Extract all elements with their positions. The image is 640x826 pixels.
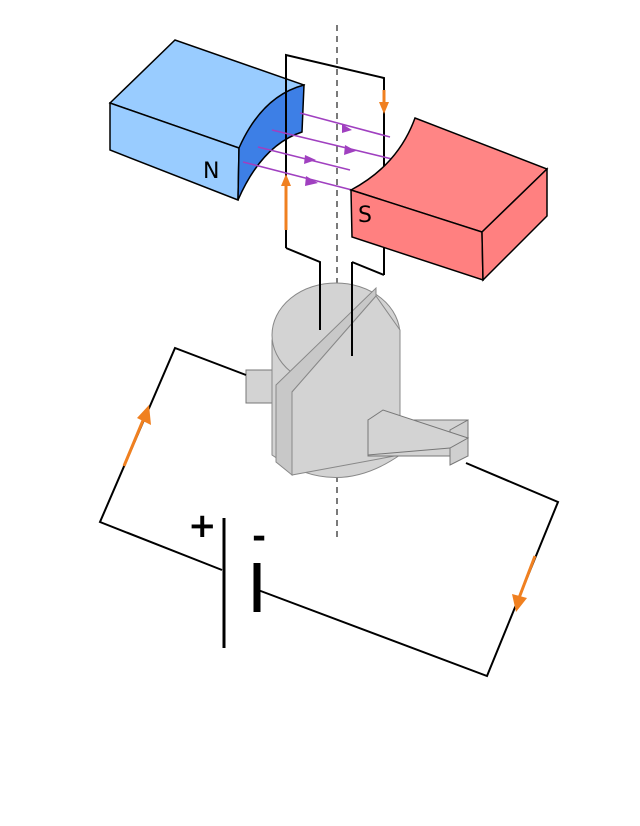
north-pole-label: N <box>203 159 219 184</box>
north-magnet-curved-face <box>237 84 305 201</box>
external-circuit <box>98 346 560 678</box>
south-pole-label: S <box>358 203 372 228</box>
coil-current-arrowhead <box>281 174 291 186</box>
battery-positive-label: + <box>188 506 217 546</box>
north-magnet: N <box>108 39 306 202</box>
current-arrowhead-right <box>512 594 527 612</box>
current-arrowhead-left <box>137 405 151 425</box>
current-arrow-left <box>122 417 146 467</box>
field-line <box>242 161 353 191</box>
coil-current-arrowhead <box>379 102 389 114</box>
field-line <box>299 112 391 138</box>
field-line <box>257 146 351 171</box>
circuit-wire-right <box>257 462 560 678</box>
field-arrowhead <box>342 124 352 133</box>
coil-current-arrows <box>281 90 389 230</box>
magnetic-field-lines <box>242 112 393 191</box>
right-brush <box>367 409 470 456</box>
south-magnet: S <box>349 117 549 282</box>
south-magnet-side <box>481 167 548 282</box>
current-arrow-right <box>517 555 537 599</box>
field-arrowhead <box>305 176 318 186</box>
field-arrowhead <box>304 155 316 164</box>
coil-lead-right <box>351 261 385 276</box>
battery: + - <box>188 506 266 648</box>
field-line <box>271 129 393 160</box>
battery-negative-label: - <box>252 517 266 557</box>
commutator <box>245 262 470 478</box>
field-arrowhead <box>344 145 356 155</box>
south-magnet-top <box>349 117 549 233</box>
